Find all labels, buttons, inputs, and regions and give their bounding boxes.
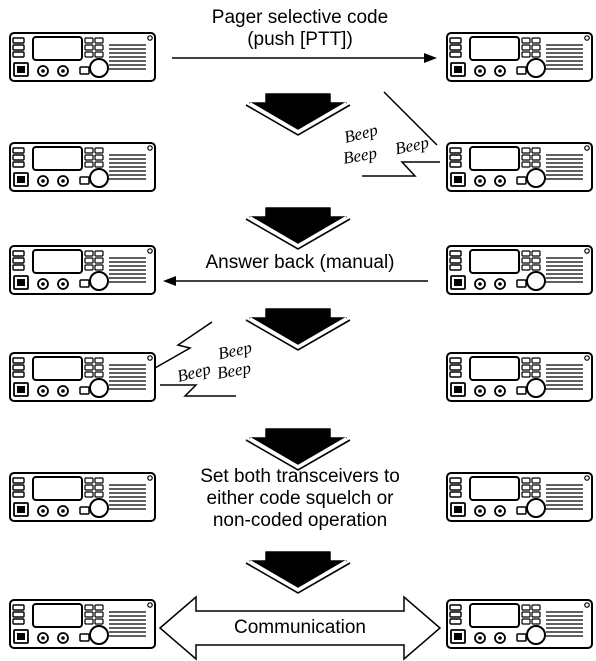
down-arrow-1 — [245, 93, 351, 136]
radio-left-3 — [9, 245, 156, 295]
radio-right-4 — [446, 352, 593, 402]
radio-right-1 — [446, 32, 593, 82]
signal-bolt-left — [154, 321, 236, 397]
set-both-line3: non-coded operation — [212, 510, 388, 531]
pager-code-label: Pager selective code (push [PTT]) — [200, 7, 400, 51]
radio-left-4 — [9, 352, 156, 402]
radio-right-3 — [446, 245, 593, 295]
signal-bolt-right — [362, 91, 440, 177]
down-arrow-3 — [245, 308, 351, 351]
set-both-label: Set both transceivers to either code squ… — [180, 466, 420, 532]
down-arrow-5 — [245, 551, 351, 594]
down-arrow-4 — [245, 428, 351, 471]
radio-left-6 — [9, 599, 156, 649]
answer-back-label: Answer back (manual) — [205, 252, 395, 273]
radio-left-2 — [9, 142, 156, 192]
pager-code-line2: (push [PTT]) — [247, 29, 353, 50]
radio-right-2 — [446, 142, 593, 192]
pager-code-line1: Pager selective code — [211, 7, 389, 28]
radio-left-5 — [9, 472, 156, 522]
radio-left-1 — [9, 32, 156, 82]
double-arrow-communication — [158, 595, 442, 661]
arrow-right-1 — [172, 53, 437, 63]
down-arrow-2 — [245, 207, 351, 250]
radio-right-6 — [446, 599, 593, 649]
set-both-line2: either code squelch or — [206, 488, 394, 509]
set-both-line1: Set both transceivers to — [200, 466, 400, 487]
radio-right-5 — [446, 472, 593, 522]
arrow-left-3 — [163, 276, 428, 286]
communication-label: Communication — [234, 617, 366, 638]
